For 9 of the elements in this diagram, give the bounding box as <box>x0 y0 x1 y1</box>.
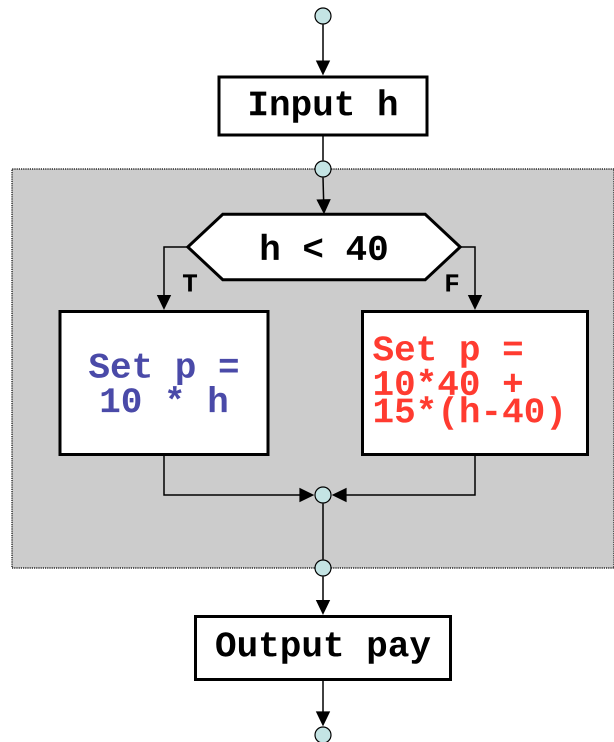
output-box: Output pay <box>194 615 452 681</box>
process-box: Set p = 10 * h <box>58 310 270 456</box>
connector-dot <box>314 160 332 178</box>
connector-dot <box>314 7 332 25</box>
process-box: Set p = 10*40 + 15*(h-40) <box>361 310 589 456</box>
connector-dot <box>314 486 332 504</box>
connector-dot <box>314 726 332 742</box>
input-box: Input h <box>218 76 428 136</box>
connector-dot <box>314 559 332 577</box>
